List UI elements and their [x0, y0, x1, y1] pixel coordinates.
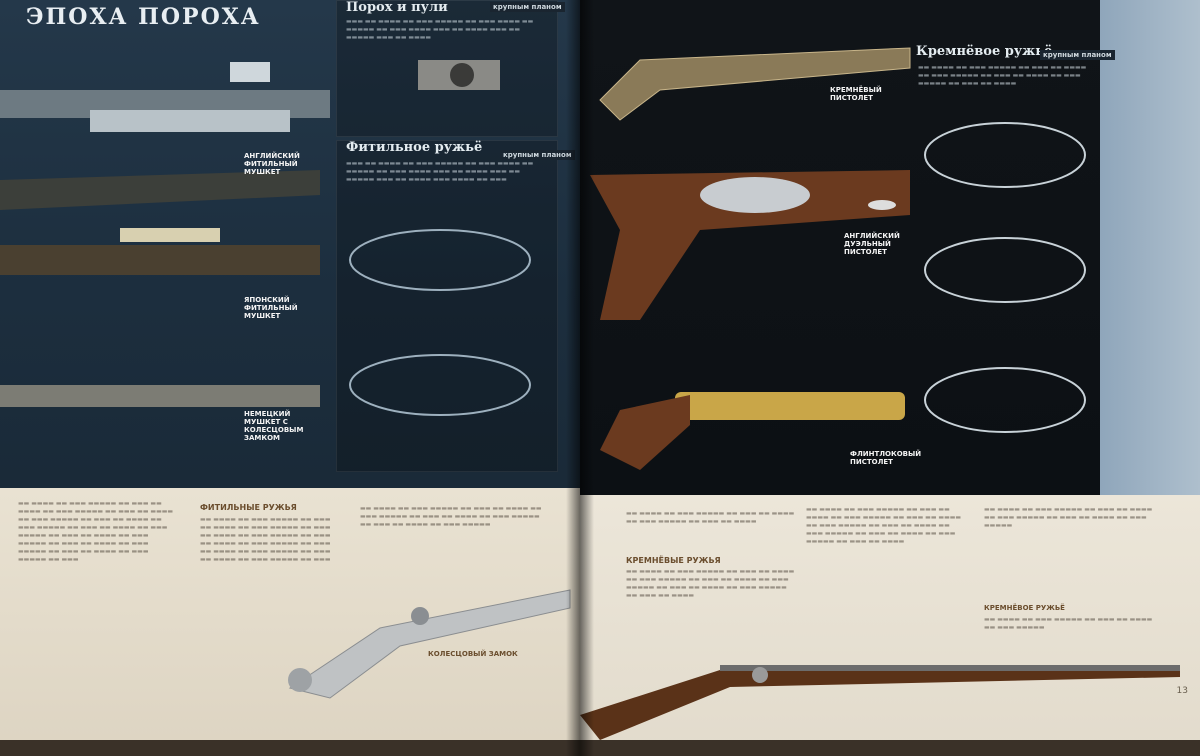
pistol-1-body — [599, 47, 911, 121]
gun-3-name: ЯПОНСКИЙ ФИТИЛЬНЫЙ МУШКЕТ — [244, 296, 298, 320]
flintlock-tag: крупным планом — [1040, 50, 1115, 60]
right-col-1-text: ▬▬ ▬▬▬▬ ▬▬ ▬▬▬ ▬▬▬▬▬ ▬▬ ▬▬▬ ▬▬ ▬▬▬▬ ▬▬ ▬… — [626, 510, 795, 525]
flintlock-heading: Кремнёвое ружьё — [916, 44, 1053, 59]
flint-diagram-2 — [924, 237, 1086, 303]
flintlock-musket-illustration — [580, 665, 1180, 740]
matchlock-panel — [336, 140, 558, 472]
wheellock-illustration — [288, 589, 571, 699]
matchlock-text: ▬▬▬ ▬▬ ▬▬▬▬ ▬▬ ▬▬▬ ▬▬▬▬▬ ▬▬ ▬▬▬ ▬▬▬▬ ▬▬ … — [346, 160, 534, 183]
pistol-2-escutcheon — [868, 200, 896, 210]
flintlock-text: ▬▬ ▬▬▬▬ ▬▬ ▬▬▬ ▬▬▬▬▬ ▬▬ ▬▬▬ ▬▬ ▬▬▬▬ ▬▬ ▬… — [918, 64, 1087, 87]
pistol-3-name: ФЛИНТЛОКОВЫЙ ПИСТОЛЕТ — [850, 450, 922, 466]
matchlock-heading: Фитильное ружьё — [346, 140, 483, 155]
left-gun-illustrations — [0, 60, 531, 416]
right-paper-heading-1: КРЕМНЁВЫЕ РУЖЬЯ — [626, 556, 721, 565]
right-col-2-text: ▬▬ ▬▬▬▬ ▬▬ ▬▬▬ ▬▬▬▬▬ ▬▬ ▬▬▬ ▬▬ ▬▬▬▬ ▬▬ ▬… — [806, 506, 962, 545]
pistol-2-name: АНГЛИЙСКИЙ ДУЭЛЬНЫЙ ПИСТОЛЕТ — [844, 232, 900, 256]
left-col-1-text: ▬▬ ▬▬▬▬ ▬▬ ▬▬▬ ▬▬▬▬▬ ▬▬ ▬▬▬ ▬▬ ▬▬▬▬ ▬▬ ▬… — [18, 500, 174, 563]
pistol-2-body — [590, 170, 910, 320]
flint-diagram-3 — [924, 367, 1086, 433]
book-spine — [566, 0, 594, 756]
page-title: ЭПОХА ПОРОХА — [26, 4, 261, 30]
gun-1-stock — [90, 110, 290, 132]
powder-heading: Порох и пули — [346, 0, 448, 15]
book-bottom-edge — [0, 740, 1200, 756]
gun-2-body — [0, 170, 320, 210]
gun-4-barrel — [0, 385, 320, 407]
flint-diagram-1 — [924, 122, 1086, 188]
left-paper-heading: ФИТИЛЬНЫЕ РУЖЬЯ — [200, 503, 297, 512]
matchlock-diagram-1 — [349, 229, 531, 291]
bullet-mold-cavity — [450, 63, 474, 87]
powder-tag: крупным планом — [490, 2, 565, 12]
left-col-2-text: ▬▬ ▬▬▬▬ ▬▬ ▬▬▬ ▬▬▬▬▬ ▬▬ ▬▬▬ ▬▬ ▬▬▬▬ ▬▬ ▬… — [200, 516, 331, 563]
matchlock-diagram-2 — [349, 354, 531, 416]
gun-3-serpentine — [120, 228, 220, 242]
wheellock-body — [288, 589, 571, 699]
gun-4-name: НЕМЕЦКИЙ МУШКЕТ С КОЛЕСЦОВЫМ ЗАМКОМ — [244, 410, 304, 442]
right-col-3-text: ▬▬ ▬▬▬▬ ▬▬ ▬▬▬ ▬▬▬▬▬ ▬▬ ▬▬▬ ▬▬ ▬▬▬▬ ▬▬ ▬… — [984, 506, 1153, 529]
matchlock-tag: крупным планом — [500, 150, 575, 160]
gun-2-name: АНГЛИЙСКИЙ ФИТИЛЬНЫЙ МУШКЕТ — [244, 152, 300, 176]
wheellock-pommel — [288, 668, 312, 692]
pistol-1-name: КРЕМНЁВЫЙ ПИСТОЛЕТ — [830, 86, 882, 102]
powder-text: ▬▬▬ ▬▬ ▬▬▬▬ ▬▬ ▬▬▬ ▬▬▬▬▬ ▬▬ ▬▬▬ ▬▬▬▬ ▬▬ … — [346, 18, 534, 41]
pistol-2-lock — [700, 177, 810, 213]
pistol-3-grip — [600, 395, 690, 470]
gun-1-lock — [230, 62, 270, 82]
right-page-margin — [1100, 0, 1200, 520]
musket-lock — [752, 667, 768, 683]
page-number: 13 — [1176, 686, 1188, 696]
wheellock-caption: КОЛЕСЦОВЫЙ ЗАМОК — [428, 650, 518, 658]
left-col-3-text: ▬▬ ▬▬▬▬ ▬▬ ▬▬▬ ▬▬▬▬▬ ▬▬ ▬▬▬ ▬▬ ▬▬▬▬ ▬▬ ▬… — [360, 505, 542, 528]
musket-barrel — [720, 665, 1180, 671]
right-page-text-area — [580, 495, 1200, 756]
pistol-3-barrel — [675, 392, 905, 420]
right-col-3b-text: ▬▬ ▬▬▬▬ ▬▬ ▬▬▬ ▬▬▬▬▬ ▬▬ ▬▬▬ ▬▬ ▬▬▬▬ ▬▬ ▬… — [984, 616, 1153, 631]
musket-stock — [580, 667, 1180, 740]
right-paper-heading-2: КРЕМНЁВОЕ РУЖЬЁ — [984, 604, 1065, 612]
right-col-1b-text: ▬▬ ▬▬▬▬ ▬▬ ▬▬▬ ▬▬▬▬▬ ▬▬ ▬▬▬ ▬▬ ▬▬▬▬ ▬▬ ▬… — [626, 568, 795, 599]
gun-3-barrel — [0, 245, 320, 275]
right-gun-illustrations — [590, 47, 1086, 470]
wheellock-wheel — [411, 607, 429, 625]
